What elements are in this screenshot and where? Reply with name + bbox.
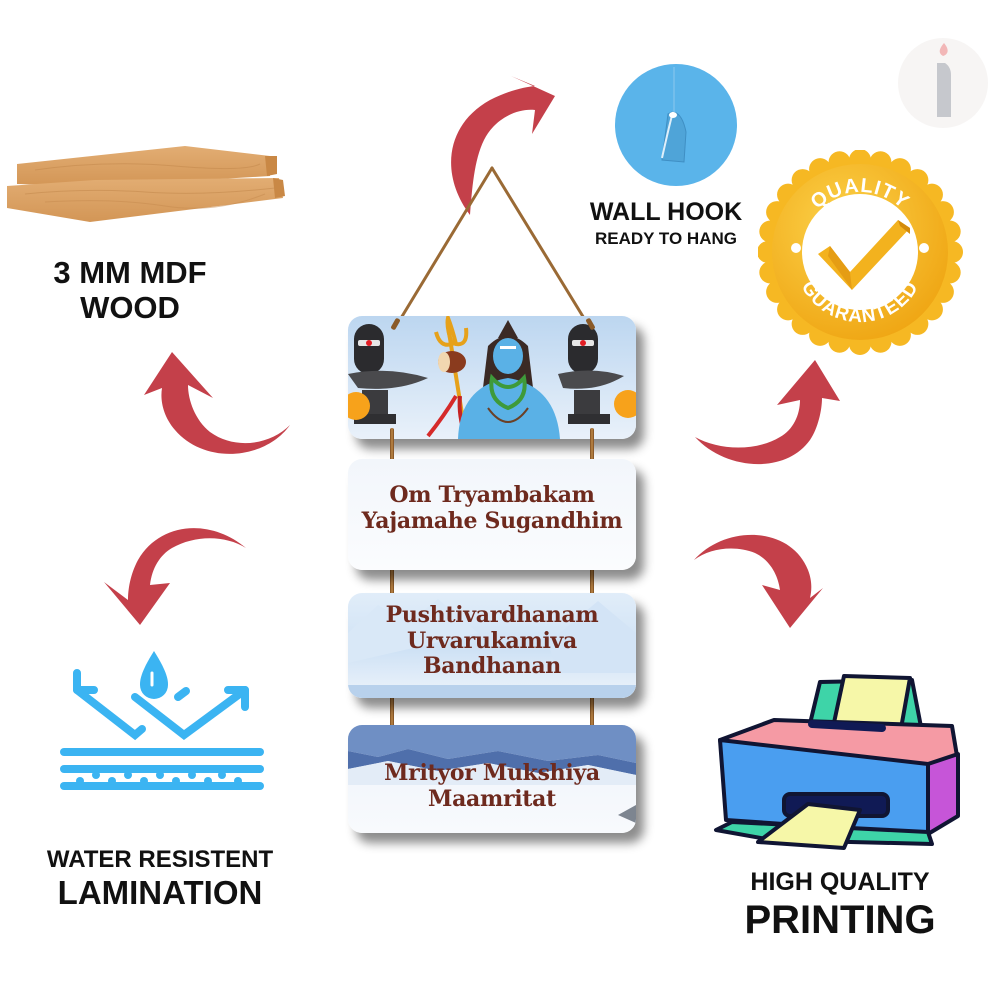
verse-2-line-3: Bandhanan bbox=[422, 653, 562, 680]
verse-2-line-1: Pushtivardhanam bbox=[385, 602, 599, 628]
arrow-to-printing-icon bbox=[694, 534, 823, 628]
water-label-line2: LAMINATION bbox=[57, 874, 263, 911]
rope-right-2 bbox=[590, 562, 594, 606]
hanging-rope bbox=[393, 166, 592, 330]
printer-icon bbox=[714, 674, 960, 850]
hook-feature bbox=[610, 62, 740, 192]
plaque-verse-3: Mrityor Mukshiya Maamritat bbox=[348, 725, 636, 833]
verse-2-line-2: Urvarukamiva bbox=[407, 627, 577, 654]
shiva-figure bbox=[458, 320, 560, 439]
right-shivling-icon bbox=[558, 324, 636, 424]
wall-hook-icon bbox=[615, 64, 737, 186]
rope-right-3 bbox=[590, 690, 594, 734]
verse-3-line-2: Maamritat bbox=[428, 785, 556, 812]
wood-label-line1: 3 MM MDF bbox=[53, 255, 207, 290]
arrow-to-hook-icon bbox=[451, 76, 555, 215]
quality-feature: QUALITY GUARANTEED bbox=[757, 149, 963, 355]
rope-left-1 bbox=[390, 428, 394, 472]
printing-feature bbox=[712, 672, 962, 852]
rope-left-3 bbox=[390, 690, 394, 734]
water-label-line1: WATER RESISTENT bbox=[46, 846, 274, 873]
brand-logo bbox=[893, 35, 993, 135]
wood-planks-icon bbox=[7, 146, 285, 222]
water-feature bbox=[60, 645, 270, 805]
shiva-illustration bbox=[348, 316, 636, 439]
wood-feature bbox=[5, 140, 295, 230]
wood-label-line2: WOOD bbox=[80, 290, 180, 325]
verse-1-line-2: Yajamahe Sugandhim bbox=[361, 507, 623, 534]
lake-mountain-backdrop bbox=[348, 725, 636, 823]
left-shivling-icon bbox=[348, 324, 428, 424]
hook-label-line1: WALL HOOK bbox=[589, 198, 743, 226]
plaque-verse-1: Om Tryambakam Yajamahe Sugandhim bbox=[348, 459, 636, 570]
arrow-to-wood-icon bbox=[144, 352, 290, 454]
water-drop-icon bbox=[60, 651, 264, 790]
printing-label-line1: HIGH QUALITY bbox=[750, 868, 930, 896]
verse-1-line-1: Om Tryambakam bbox=[389, 482, 595, 508]
arrow-to-quality-icon bbox=[695, 360, 840, 465]
hook-label-line2: READY TO HANG bbox=[594, 229, 737, 248]
rope-left-2 bbox=[390, 562, 394, 606]
printing-label-line2: PRINTING bbox=[744, 898, 936, 942]
quality-badge-icon: QUALITY GUARANTEED bbox=[757, 149, 963, 355]
verse-3-line-1: Mrityor Mukshiya bbox=[384, 760, 600, 786]
plaque-verse-2: Pushtivardhanam Urvarukamiva Bandhanan bbox=[348, 593, 636, 698]
brand-i-logo-icon bbox=[898, 38, 988, 128]
plaque-shiva-image bbox=[348, 316, 636, 439]
rope-right-1 bbox=[590, 428, 594, 472]
arrow-to-water-icon bbox=[104, 528, 246, 625]
mountain-backdrop bbox=[348, 599, 636, 698]
